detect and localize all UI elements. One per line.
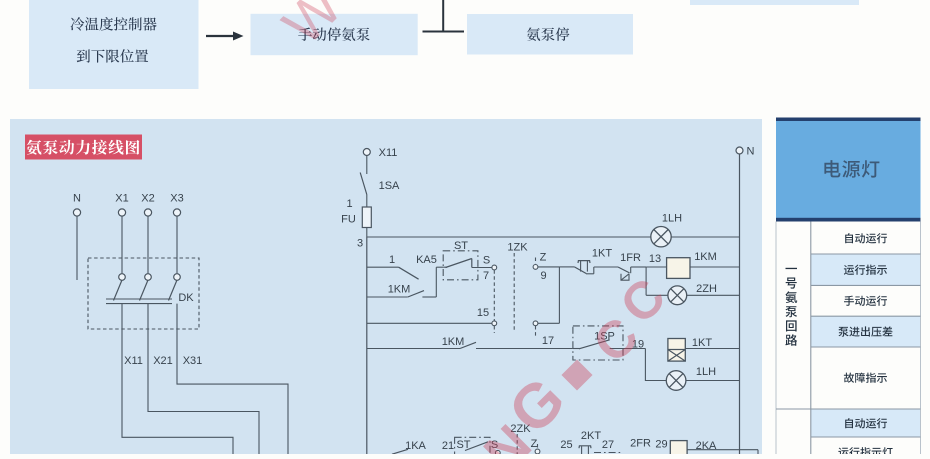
svg-text:KA5: KA5 xyxy=(416,254,437,266)
svg-text:19: 19 xyxy=(632,339,644,351)
svg-text:X11: X11 xyxy=(124,355,143,367)
svg-text:ST: ST xyxy=(456,439,470,451)
svg-text:X2: X2 xyxy=(141,193,154,205)
svg-text:1KM: 1KM xyxy=(694,251,717,263)
svg-text:1: 1 xyxy=(346,198,352,210)
svg-text:2ZH: 2ZH xyxy=(696,283,717,295)
svg-text:2KA: 2KA xyxy=(696,440,717,452)
svg-text:X31: X31 xyxy=(183,355,203,367)
svg-text:27: 27 xyxy=(602,439,614,451)
svg-text:1FR: 1FR xyxy=(620,252,641,264)
svg-text:21: 21 xyxy=(442,440,454,452)
svg-text:29: 29 xyxy=(655,439,667,451)
svg-text:N: N xyxy=(747,146,755,158)
svg-text:1KM: 1KM xyxy=(442,336,465,348)
svg-text:1SA: 1SA xyxy=(379,180,400,192)
svg-text:1KM: 1KM xyxy=(388,284,411,296)
svg-text:7: 7 xyxy=(483,270,489,282)
svg-text:1LH: 1LH xyxy=(662,213,682,225)
svg-text:1LH: 1LH xyxy=(696,366,716,378)
svg-text:S: S xyxy=(483,255,490,267)
svg-text:X11: X11 xyxy=(379,147,398,159)
svg-text:25: 25 xyxy=(560,439,572,451)
svg-text:2KT: 2KT xyxy=(581,430,601,442)
svg-text:13: 13 xyxy=(649,253,661,265)
svg-text:ST: ST xyxy=(454,240,468,252)
svg-text:1ZK: 1ZK xyxy=(507,242,528,254)
svg-text:9: 9 xyxy=(540,270,546,282)
svg-text:3: 3 xyxy=(357,238,363,250)
svg-text:1KA: 1KA xyxy=(405,440,426,452)
svg-text:X21: X21 xyxy=(153,355,173,367)
svg-text:X1: X1 xyxy=(115,193,128,205)
svg-text:1: 1 xyxy=(389,254,395,266)
svg-text:1KT: 1KT xyxy=(592,248,612,260)
svg-text:15: 15 xyxy=(477,307,489,319)
svg-text:X3: X3 xyxy=(170,193,183,205)
svg-text:Z: Z xyxy=(531,438,538,450)
svg-text:2FR: 2FR xyxy=(630,438,651,450)
svg-text:DK: DK xyxy=(178,292,194,304)
svg-text:17: 17 xyxy=(542,335,554,347)
svg-text:N: N xyxy=(73,193,81,205)
svg-text:1KT: 1KT xyxy=(692,337,712,349)
svg-text:1SP: 1SP xyxy=(594,331,615,343)
svg-text:2ZK: 2ZK xyxy=(510,423,531,435)
svg-text:FU: FU xyxy=(341,214,356,226)
svg-text:Z: Z xyxy=(540,252,547,264)
svg-text:S: S xyxy=(491,439,498,451)
